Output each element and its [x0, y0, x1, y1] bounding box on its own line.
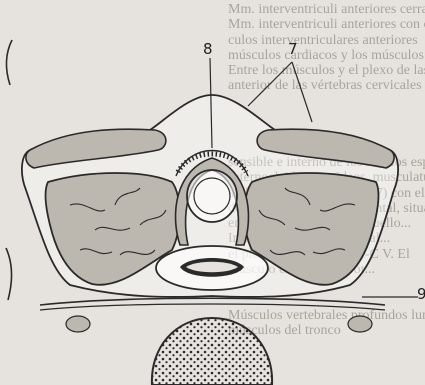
right-small-oval: [348, 316, 372, 332]
vertebral-body: [152, 318, 272, 385]
label-7: 7: [288, 40, 298, 58]
leader-line-7-left: [248, 62, 292, 106]
leader-line-7-right: [292, 62, 312, 122]
left-edge-curve: [6, 40, 12, 85]
label-8: 8: [203, 40, 213, 58]
left-small-oval: [66, 316, 90, 332]
left-edge-curve-lower: [6, 248, 12, 300]
lower-band-bottom: [40, 304, 385, 310]
label-9: 9: [417, 285, 425, 303]
